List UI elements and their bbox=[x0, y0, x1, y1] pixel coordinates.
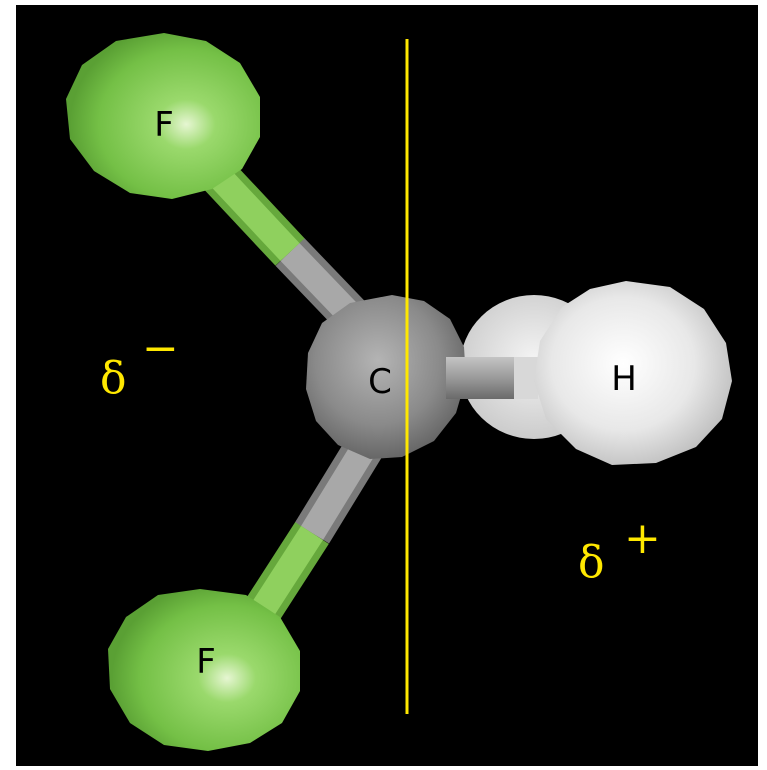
fluorine-atom-top[interactable]: F bbox=[66, 33, 260, 199]
hydrogen-front-label: H bbox=[611, 359, 637, 399]
molecule-canvas[interactable]: F F C H bbox=[16, 5, 758, 766]
bond-c-h bbox=[446, 357, 538, 399]
minus-sign: − bbox=[142, 323, 179, 374]
delta-plus-symbol: δ bbox=[578, 537, 605, 588]
hydrogen-atom-front[interactable]: H bbox=[534, 281, 732, 465]
molecule-viewer[interactable]: F F C H bbox=[16, 5, 758, 766]
delta-minus-symbol: δ bbox=[100, 353, 127, 404]
bond-c-f-top bbox=[201, 159, 375, 339]
fluorine-bottom-label: F bbox=[196, 642, 216, 682]
partial-positive-annotation: δ + bbox=[578, 513, 661, 588]
partial-negative-annotation: δ − bbox=[100, 323, 179, 404]
fluorine-top-label: F bbox=[154, 105, 174, 145]
fluorine-atom-bottom[interactable]: F bbox=[108, 589, 300, 751]
plus-sign: + bbox=[624, 513, 661, 564]
bond-c-f-bottom bbox=[237, 424, 390, 634]
carbon-atom[interactable]: C bbox=[306, 295, 466, 459]
carbon-label: C bbox=[368, 362, 392, 402]
